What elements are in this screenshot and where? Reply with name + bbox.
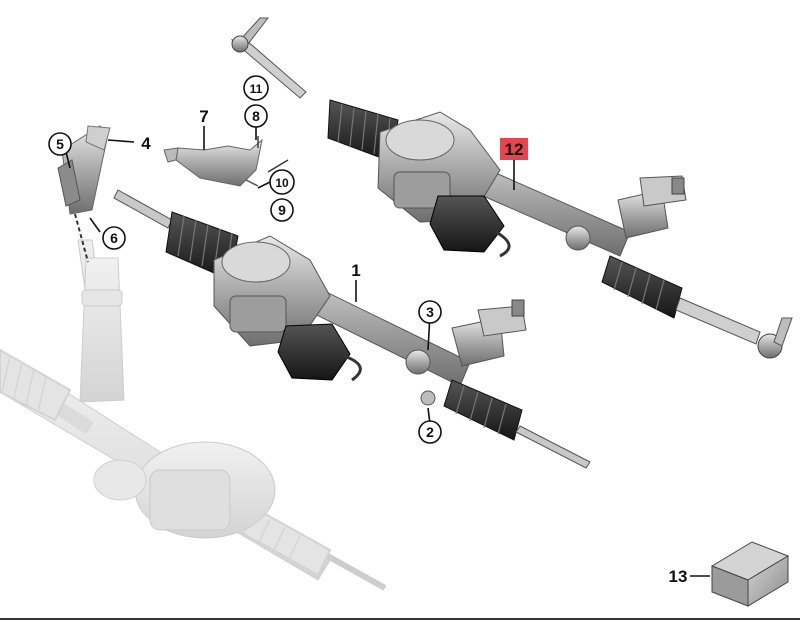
steering-rack-12: [230, 17, 793, 359]
callout-12-highlighted[interactable]: 12: [500, 138, 528, 160]
svg-text:7: 7: [199, 107, 208, 126]
leader-lines: [65, 126, 710, 577]
callout-5[interactable]: 5: [48, 132, 72, 156]
callout-2[interactable]: 2: [418, 420, 442, 444]
callout-10[interactable]: 10: [269, 169, 295, 195]
callout-6[interactable]: 6: [102, 226, 126, 250]
svg-text:8: 8: [252, 108, 260, 124]
svg-text:6: 6: [110, 230, 118, 246]
svg-text:2: 2: [426, 424, 434, 440]
callout-7[interactable]: 7: [199, 107, 208, 126]
column-gaiter-part: [57, 125, 111, 263]
callout-4[interactable]: 4: [141, 134, 151, 153]
ghost-steering-assembly: [0, 239, 387, 591]
callout-3[interactable]: 3: [418, 300, 442, 324]
callout-1[interactable]: 1: [351, 261, 360, 280]
callout-13[interactable]: 13: [669, 567, 688, 586]
svg-text:1: 1: [351, 261, 360, 280]
svg-text:4: 4: [141, 134, 151, 153]
svg-text:10: 10: [275, 176, 289, 190]
callout-9[interactable]: 9: [270, 198, 294, 222]
svg-text:3: 3: [426, 304, 434, 320]
highlight-box: [500, 138, 528, 160]
steering-rack-1: [113, 189, 591, 469]
svg-text:9: 9: [278, 202, 286, 218]
heat-shield-part: [163, 136, 289, 187]
svg-text:13: 13: [669, 567, 688, 586]
svg-text:12: 12: [505, 140, 524, 159]
svg-text:5: 5: [56, 136, 64, 152]
callout-11[interactable]: 11: [243, 75, 269, 101]
callout-8[interactable]: 8: [244, 104, 268, 128]
svg-text:11: 11: [250, 82, 263, 96]
part-13-box: [710, 541, 790, 607]
